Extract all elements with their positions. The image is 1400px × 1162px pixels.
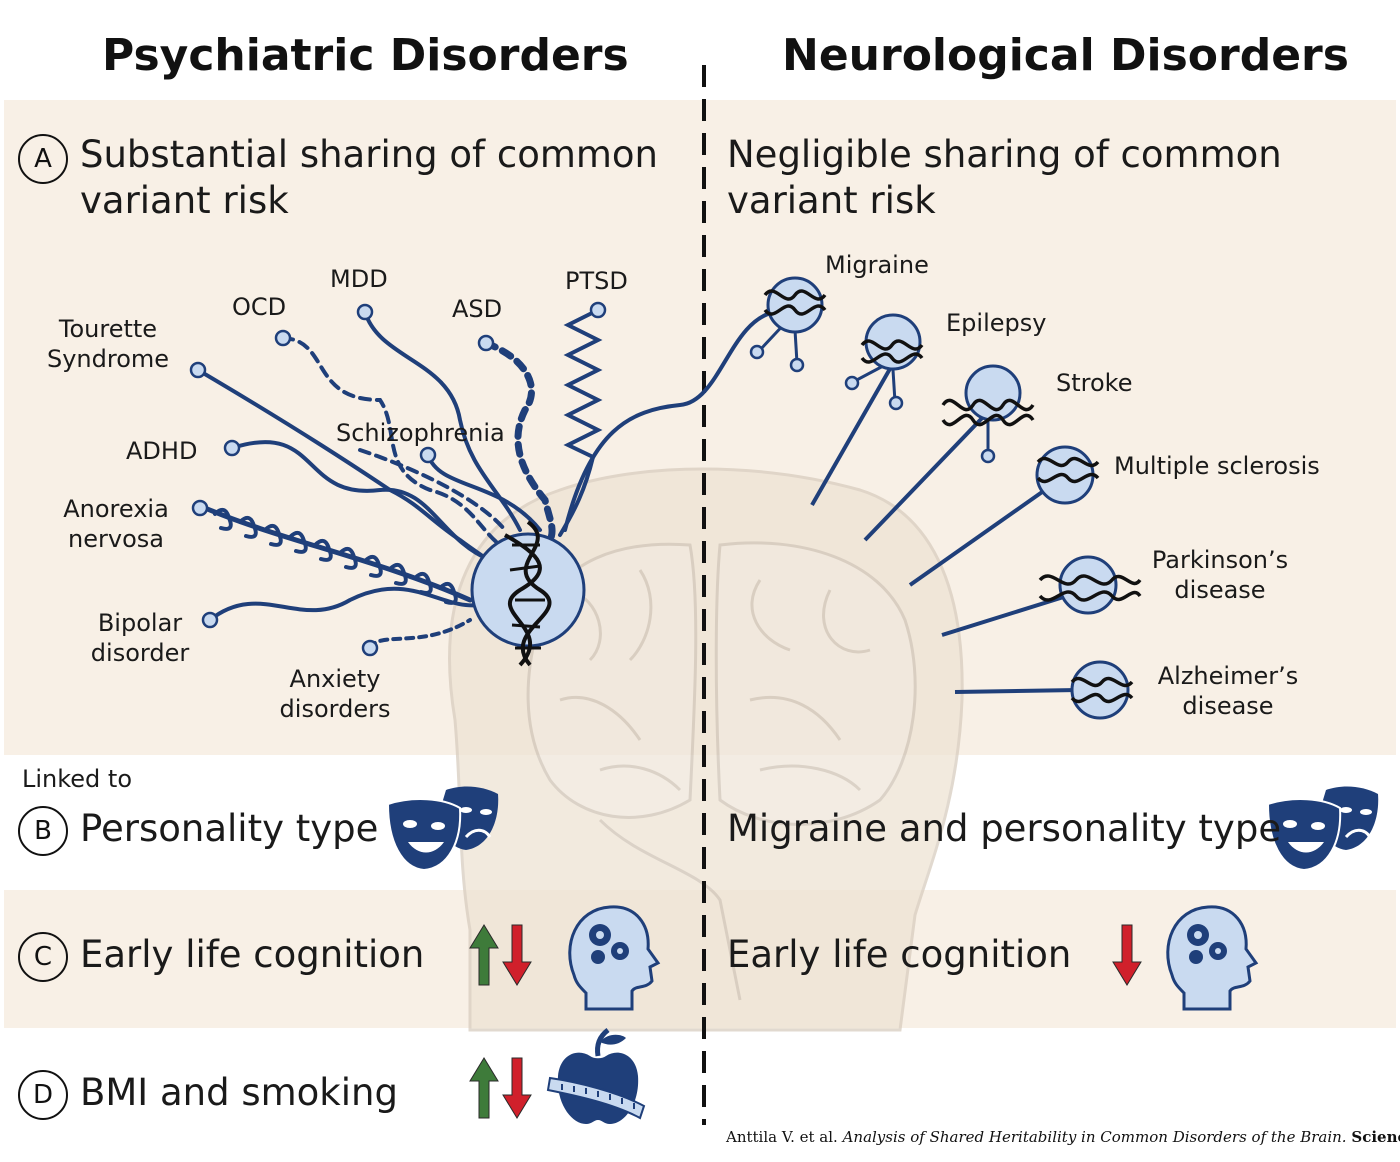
label-parkinsons-line2: disease — [1174, 576, 1266, 604]
dot-ocd — [274, 329, 292, 347]
header-psychiatric: Psychiatric Disorders — [102, 30, 629, 81]
dot-schizophrenia — [419, 446, 437, 464]
dna-icon — [1070, 676, 1134, 704]
section-label-b: B — [18, 806, 68, 856]
label-anorexia-line1: Anorexia — [63, 495, 169, 523]
label-bipolar-line2: disorder — [90, 639, 190, 667]
node-migraine — [766, 276, 824, 334]
dot-ptsd — [589, 301, 607, 319]
dna-icon — [504, 520, 552, 667]
node-stroke — [964, 364, 1022, 422]
dot-anxiety — [361, 639, 379, 657]
down-arrow-icon — [502, 924, 532, 986]
label-anorexia-line2: nervosa — [68, 525, 164, 553]
section-c-left-text: Early life cognition — [80, 933, 425, 976]
section-a-left-line1: Substantial sharing of common — [80, 133, 658, 176]
psychiatric-endpoints — [189, 301, 607, 657]
dna-icon — [1038, 574, 1142, 602]
neuro-endpoints — [749, 344, 996, 464]
line-anorexia-coils — [213, 507, 458, 605]
line-schizophrenia — [426, 453, 542, 532]
label-schizophrenia: Schizophrenia — [336, 419, 505, 447]
label-parkinsons-line1: Parkinson’s — [1151, 546, 1289, 574]
line-schizo-dash — [358, 448, 507, 532]
label-anxiety-line2: disorders — [279, 695, 391, 723]
dot-asd — [477, 334, 495, 352]
psychiatric-hub — [470, 520, 586, 667]
section-a-left-line2: variant risk — [80, 179, 289, 223]
section-label-c: C — [18, 932, 68, 982]
citation: Anttila V. et al. Analysis of Shared Her… — [726, 1128, 1400, 1146]
dot-bipolar — [201, 611, 219, 629]
label-mdd: MDD — [330, 265, 388, 293]
label-ptsd: PTSD — [565, 267, 628, 295]
section-b-left-text: Personality type — [80, 807, 379, 850]
label-tourette-line2: Syndrome — [46, 345, 170, 373]
section-d-left-text: BMI and smoking — [80, 1071, 398, 1114]
node-alzheimer — [1070, 660, 1130, 720]
section-a-left-text: Substantial sharing of common variant ri… — [80, 132, 658, 225]
section-a-right-text: Negligible sharing of common variant ris… — [727, 132, 1282, 225]
label-migraine: Migraine — [825, 251, 929, 279]
section-c-right-text: Early life cognition — [727, 933, 1072, 976]
label-bipolar-line1: Bipolar — [97, 609, 183, 637]
section-a-right-line1: Negligible sharing of common — [727, 133, 1282, 176]
psychiatric-connections — [196, 308, 777, 650]
section-b-right-text: Migraine and personality type — [727, 807, 1282, 850]
down-arrow-icon — [502, 1057, 532, 1119]
section-label-a: A — [18, 134, 68, 184]
dna-icon — [860, 339, 924, 364]
dot-adhd — [223, 439, 241, 457]
label-alzheimers: Alzheimer’s disease — [1148, 661, 1308, 721]
dot-mdd — [356, 303, 374, 321]
label-bipolar: Bipolar disorder — [80, 608, 200, 668]
label-ocd: OCD — [232, 293, 287, 321]
label-asd: ASD — [452, 295, 503, 323]
header-neurological: Neurological Disorders — [782, 30, 1349, 81]
head-gears-icon — [568, 905, 661, 1011]
dna-icon — [941, 398, 1035, 427]
node-parkinson — [1058, 555, 1118, 615]
theater-masks-icon — [1266, 786, 1379, 872]
label-tourette: Tourette Syndrome — [40, 314, 176, 374]
label-alzheimers-line1: Alzheimer’s — [1157, 662, 1299, 690]
apple-tape-icon — [546, 1028, 646, 1124]
citation-title: Analysis of Shared Heritability in Commo… — [842, 1128, 1347, 1146]
theater-masks-icon — [386, 786, 499, 872]
label-anxiety: Anxiety disorders — [270, 664, 400, 724]
up-arrow-icon — [469, 924, 499, 986]
down-arrow-icon — [1112, 924, 1142, 986]
citation-journal: Science — [1351, 1128, 1400, 1146]
line-adhd — [230, 440, 492, 562]
dna-icon — [763, 289, 827, 316]
citation-authors: Anttila V. et al. — [726, 1128, 838, 1146]
line-to-migraine — [563, 310, 777, 532]
label-parkinsons: Parkinson’s disease — [1140, 545, 1300, 605]
up-arrow-icon — [469, 1057, 499, 1119]
dot-anorexia — [191, 499, 209, 517]
label-anorexia: Anorexia nervosa — [56, 494, 176, 554]
label-multiple-sclerosis: Multiple sclerosis — [1114, 452, 1320, 480]
label-epilepsy: Epilepsy — [946, 309, 1047, 337]
label-adhd: ADHD — [126, 437, 198, 465]
section-label-d: D — [18, 1070, 68, 1120]
section-a-right-line2: variant risk — [727, 179, 936, 223]
line-mdd — [363, 310, 522, 532]
line-bipolar — [208, 586, 482, 622]
neuro-dna-icons — [763, 289, 1142, 704]
head-gears-icon — [1166, 905, 1259, 1011]
dot-tourette — [189, 361, 207, 379]
label-alzheimers-line2: disease — [1182, 692, 1274, 720]
label-stroke: Stroke — [1056, 369, 1133, 397]
line-ocd — [281, 336, 502, 547]
line-asd — [482, 339, 556, 544]
dna-icon — [1036, 456, 1100, 484]
label-tourette-line1: Tourette — [58, 315, 158, 343]
label-anxiety-line1: Anxiety — [289, 665, 381, 693]
linked-to-label: Linked to — [22, 765, 133, 793]
